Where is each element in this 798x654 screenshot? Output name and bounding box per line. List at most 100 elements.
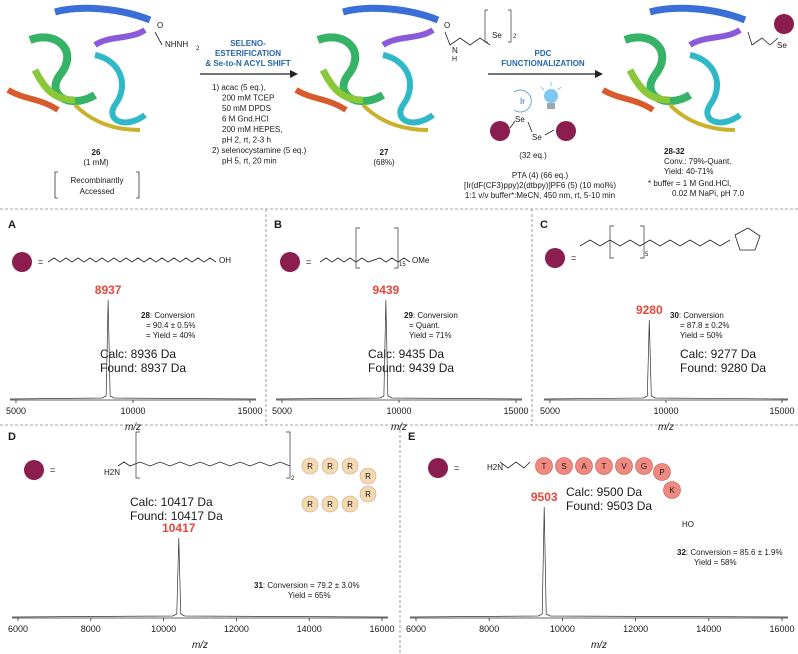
residue-letter: R (365, 490, 371, 499)
tick-label: 10000 (120, 406, 145, 416)
tick-label: 14000 (297, 624, 322, 634)
residue-letter: R (365, 472, 371, 481)
peptide-letter: K (669, 486, 675, 495)
found-mass: Found: 10417 Da (130, 509, 223, 523)
residue-letter: R (347, 500, 353, 509)
pta-reagent: PTA (4) (66 eq.) (512, 171, 569, 180)
conversion-label: 30: Conversion (670, 311, 724, 320)
condition-line: 1) acac (5 eq.), (212, 83, 266, 92)
note-accessed: Accessed (80, 187, 115, 196)
peak-label: 9503 (531, 490, 558, 504)
residue-bead (321, 457, 339, 475)
carbonyl-o-27: O (444, 21, 450, 30)
equals-sign: = (38, 257, 43, 267)
yield-label: Yield = 58% (694, 558, 737, 567)
ho-e: HO (682, 520, 694, 529)
tick-label: 15000 (769, 406, 794, 416)
residue-letter: R (327, 462, 333, 471)
note-recombinantly: Recombinantly (71, 176, 124, 185)
conversion-label: 28: Conversion (141, 311, 195, 320)
tick-label: 5000 (540, 406, 560, 416)
arrow1-title1: SELENO- (230, 39, 266, 48)
ir-catalyst-icon (513, 89, 532, 113)
found-mass: Found: 9280 Da (680, 361, 766, 375)
residue-bead (341, 457, 359, 475)
x-axis-label: m/z (125, 422, 141, 433)
conv-range: Conv.: 79%-Quant. (664, 157, 731, 166)
sub-27: 2 (513, 34, 517, 40)
equals-sign: = (454, 463, 459, 473)
yield-label: Yield = 71% (409, 331, 452, 340)
calc-mass: Calc: 9500 Da (566, 485, 642, 499)
panel-letter: D (8, 431, 16, 443)
h-27: H (452, 56, 457, 63)
solvent: 1:1 v/v buffer*:MeCN, 450 nm, rt, 5-10 m… (465, 191, 615, 200)
label-28-32: 28-32 (664, 147, 685, 156)
conversion-label: 29: Conversion (404, 311, 458, 320)
label-27: 27 (380, 148, 389, 157)
panel-letter: E (408, 431, 415, 443)
residue-letter: R (347, 462, 353, 471)
peptide-letter: V (621, 462, 627, 471)
x-axis-label: m/z (591, 640, 607, 651)
calc-mass: Calc: 8936 Da (100, 347, 176, 361)
panel-letter: C (540, 219, 548, 231)
tick-label: 8000 (479, 624, 499, 634)
condition-line: pH 5, rt, 20 min (222, 157, 277, 166)
tick-label: 10000 (550, 624, 575, 634)
peptide-bead (575, 457, 593, 475)
calc-mass: Calc: 9277 Da (680, 347, 756, 361)
peptide-bead (615, 457, 633, 475)
conversion-value: = Quant. (409, 321, 440, 330)
tick-label: 5000 (6, 406, 26, 416)
payload-ball (280, 252, 300, 272)
peak-label: 9439 (373, 283, 400, 297)
h2n-e: H2N (487, 463, 503, 472)
conversion-label: 32: Conversion = 85.6 ± 1.9% (677, 548, 783, 557)
x-axis-label: m/z (658, 422, 674, 433)
light-bulb-icon (540, 82, 562, 109)
x-axis-label: m/z (391, 422, 407, 433)
residue-letter: R (307, 500, 313, 509)
structure-d (117, 431, 291, 479)
spectrum-trace (275, 299, 523, 400)
condition-line: 200 mM HEPES, (222, 125, 282, 134)
equals-sign: = (306, 257, 311, 267)
se-27: Se (492, 31, 502, 40)
arrow1-title3: & Se-to-N ACYL SHIFT (205, 59, 290, 68)
hydrazide-group: NHNH (165, 40, 188, 49)
equals-sign: = (571, 253, 576, 263)
panel-letter: B (274, 219, 282, 231)
arrow2-title1: PDC (535, 49, 552, 58)
yield-range: Yield: 40-71% (664, 167, 714, 176)
buffer-note-1: * buffer = 1 M Gnd.HCl, (648, 179, 731, 188)
condition-line: pH 2, rt, 2-3 h (222, 136, 271, 145)
peptide-letter: T (542, 462, 547, 471)
tick-label: 15000 (503, 406, 528, 416)
h2n-d: H2N (104, 468, 120, 477)
conversion-value: = 87.8 ± 0.2% (680, 321, 730, 330)
spectrum-trace (9, 299, 257, 400)
peptide-bead (555, 457, 573, 475)
peptide-bead (635, 457, 653, 475)
payload-ball-right (556, 121, 576, 141)
tick-label: 10000 (151, 624, 176, 634)
conc-26: (1 mM) (83, 158, 109, 167)
peptide-letter: S (561, 462, 566, 471)
condition-line: 6 M Gnd.HCl (222, 115, 268, 124)
spectrum-trace (543, 319, 789, 400)
buffer-note-2: 0.02 M NaPi, pH 7.0 (672, 189, 745, 198)
payload-ball (24, 460, 44, 480)
found-mass: Found: 9439 Da (368, 361, 454, 375)
arrow1-title2: ESTERIFICATION (215, 49, 281, 58)
peptide-letter: A (581, 462, 587, 471)
spectrum-trace (11, 537, 389, 618)
tick-label: 10000 (653, 406, 678, 416)
carbonyl-o: O (157, 21, 163, 30)
